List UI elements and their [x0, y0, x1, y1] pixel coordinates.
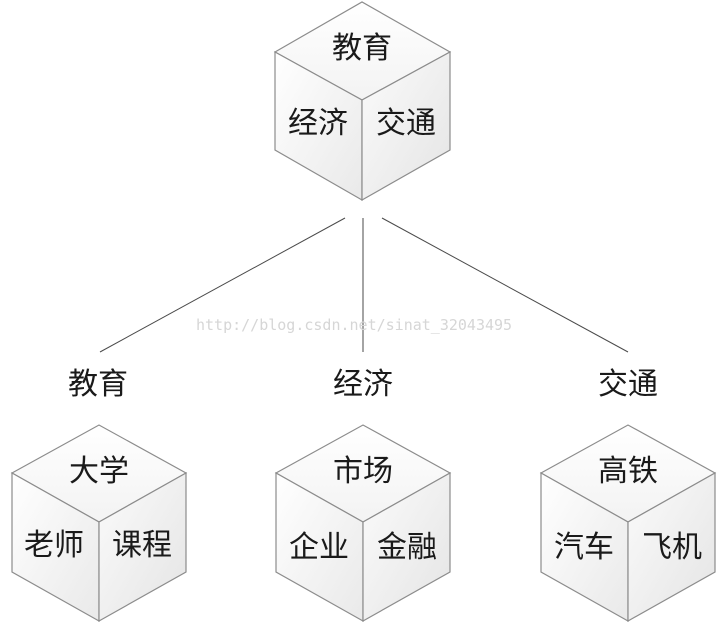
watermark-text: http://blog.csdn.net/sinat_32043495 — [196, 316, 512, 334]
economy-cube-top-label: 市场 — [333, 454, 393, 489]
root-cube-left-label: 经济 — [288, 106, 348, 141]
branch-label-education: 教育 — [68, 367, 128, 402]
education-cube-top-label: 大学 — [69, 454, 129, 489]
branch-label-transport: 交通 — [598, 367, 658, 402]
transport-cube-top-label: 高铁 — [598, 454, 658, 489]
education-cube-right-face — [98, 471, 187, 623]
economy-cube-right-label: 金融 — [377, 530, 437, 565]
education-cube-right-label: 课程 — [112, 528, 172, 563]
root-cube-right-label: 交通 — [376, 106, 436, 141]
root-cube-top-label: 教育 — [332, 31, 392, 66]
economy-cube-right-face — [362, 471, 451, 623]
transport-cube: 高铁 汽车 飞机 — [539, 424, 717, 623]
economy-cube-left-label: 企业 — [289, 530, 349, 565]
transport-cube-right-face — [627, 471, 716, 623]
education-cube-left-label: 老师 — [24, 528, 84, 563]
transport-cube-right-label: 飞机 — [642, 530, 702, 565]
economy-cube: 市场 企业 金融 — [274, 424, 452, 623]
root-cube-right-face — [361, 50, 451, 202]
root-cube: 教育 经济 交通 — [273, 1, 452, 202]
transport-cube-left-label: 汽车 — [554, 530, 614, 565]
branch-label-economy: 经济 — [333, 367, 393, 402]
education-cube: 大学 老师 课程 — [10, 424, 188, 623]
connector-line-right — [381, 217, 629, 353]
connector-line-left — [99, 217, 346, 353]
